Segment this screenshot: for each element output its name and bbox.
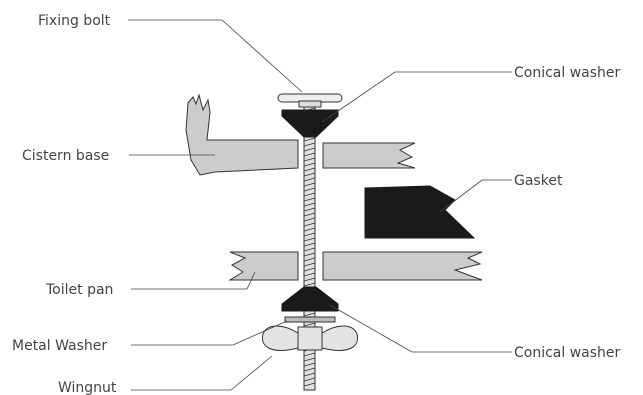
bolt-thread-line (303, 312, 316, 317)
leader-conical-washer-top (321, 71, 512, 123)
bolt-thread-line (303, 237, 316, 242)
label-fixing-bolt: Fixing bolt (38, 13, 111, 29)
bolt-thread-line (303, 252, 316, 257)
bolt-thread-line (303, 222, 316, 227)
wingnut-left-wing (261, 325, 299, 351)
bolt-thread-line (303, 382, 316, 387)
metal-washer-shape (284, 316, 336, 323)
bolt-thread-line (303, 357, 316, 362)
label-cistern-base: Cistern base (22, 148, 109, 164)
leader-wingnut (131, 355, 273, 391)
conical-washer-bottom-shape (281, 286, 339, 312)
toilet-pan-left (228, 251, 299, 281)
bolt-thread-line (303, 207, 316, 212)
label-metal-washer: Metal Washer (12, 338, 107, 354)
label-conical-washer-bottom: Conical washer (514, 345, 621, 361)
gasket-shape (364, 185, 476, 239)
bolt-thread-line (303, 247, 316, 252)
bolt-thread-line (303, 202, 316, 207)
leader-fixing-bolt (128, 19, 303, 93)
cistern-base-right (322, 142, 416, 169)
wingnut-right-wing (321, 325, 359, 351)
label-conical-washer-top: Conical washer (514, 65, 621, 81)
bolt-thread-line (303, 257, 316, 262)
bolt-thread-line (303, 152, 316, 157)
toilet-pan-right (322, 251, 483, 281)
cistern-base-left (185, 93, 299, 176)
bolt-thread-line (303, 372, 316, 377)
bolt-thread-line (303, 322, 316, 327)
bolt-thread-line (303, 227, 316, 232)
bolt-thread-line (303, 172, 316, 177)
label-toilet-pan: Toilet pan (45, 282, 113, 298)
label-wingnut: Wingnut (58, 380, 117, 395)
bolt-thread-line (303, 162, 316, 167)
bolt-thread-line (303, 177, 316, 182)
bolt-thread-line (303, 142, 316, 147)
bolt-thread-line (303, 242, 316, 247)
bolt-thread-line (303, 282, 316, 287)
bolt-head-neck (298, 100, 322, 108)
bolt-thread-line (303, 362, 316, 367)
bolt-thread-line (303, 217, 316, 222)
leader-toilet-pan (131, 271, 256, 290)
bolt-thread-line (303, 192, 316, 197)
bolt-thread-line (303, 157, 316, 162)
bolt-thread-line (303, 262, 316, 267)
label-gasket: Gasket (514, 173, 563, 189)
bolt-thread-line (303, 367, 316, 372)
wingnut-shape (297, 326, 323, 351)
bolt-thread-line (303, 182, 316, 187)
bolt-thread-line (303, 267, 316, 272)
bolt-thread-line (303, 187, 316, 192)
bolt-thread-line (303, 377, 316, 382)
leader-gasket (439, 179, 512, 213)
bolt-thread-line (303, 272, 316, 277)
bolt-thread-line (303, 137, 316, 142)
leader-conical-washer-bottom (329, 304, 512, 353)
bolt-thread-line (303, 277, 316, 282)
conical-washer-top-shape (281, 109, 339, 138)
bolt-thread-line (303, 167, 316, 172)
bolt-thread-line (303, 232, 316, 237)
bolt-thread-line (303, 147, 316, 152)
bolt-thread-line (303, 352, 316, 357)
leader-metal-washer (131, 320, 288, 346)
bolt-thread-line (303, 212, 316, 217)
bolt-thread-line (303, 197, 316, 202)
